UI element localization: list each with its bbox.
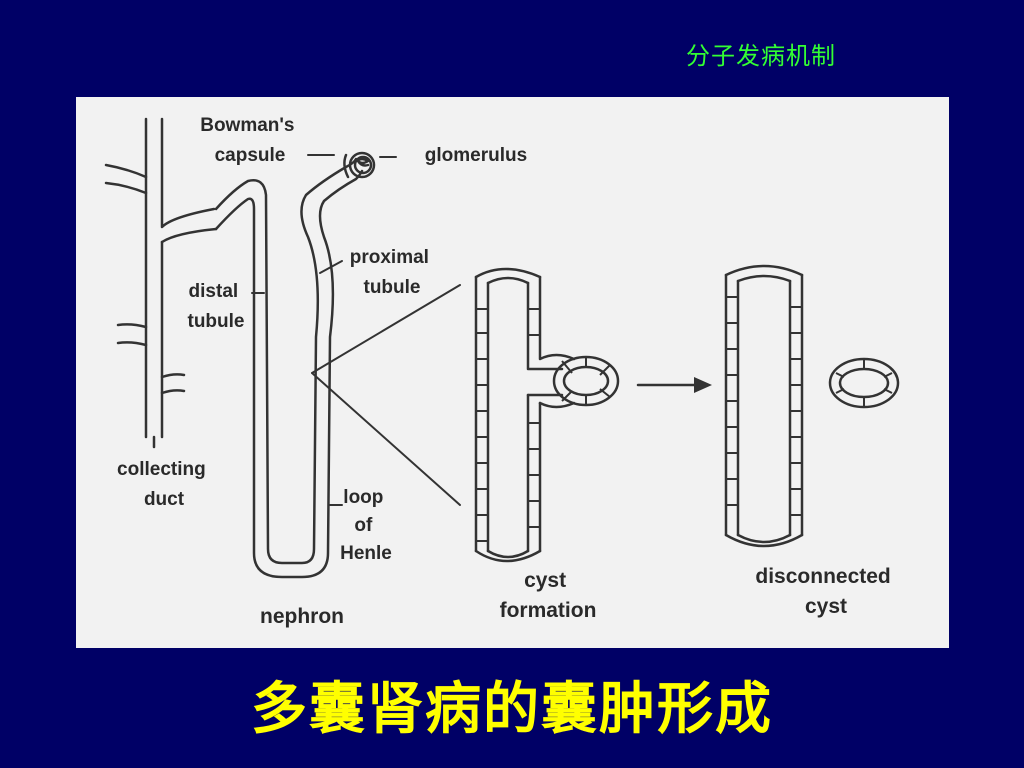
label-distal-tubule: distal tubule xyxy=(188,281,245,332)
label-disconnected-cyst: disconnected cyst xyxy=(755,565,896,618)
diagram-svg: Bowman's capsule glomerulus proximal tub… xyxy=(104,115,900,628)
cyst-formation-tube-shape xyxy=(474,267,620,563)
label-bowmans-capsule: Bowman's capsule xyxy=(200,115,300,166)
label-loop-of-henle: loop of Henle xyxy=(340,487,392,564)
nephron-tubule-shape xyxy=(214,157,364,579)
disconnected-tube-shape xyxy=(724,264,804,548)
slide-caption: 多囊肾病的囊肿形成 xyxy=(251,676,773,742)
label-nephron: nephron xyxy=(260,605,344,628)
label-glomerulus: glomerulus xyxy=(425,145,527,166)
glomerulus-shape xyxy=(343,151,376,179)
label-leaders xyxy=(251,154,461,506)
collecting-duct-shape xyxy=(104,117,218,449)
arrow-head xyxy=(694,377,712,393)
slide-header-title: 分子发病机制 xyxy=(686,42,836,70)
tube-wall-cells xyxy=(476,296,893,542)
nephron-cyst-diagram: Bowman's capsule glomerulus proximal tub… xyxy=(76,97,949,648)
label-proximal-tubule: proximal tubule xyxy=(350,247,434,298)
label-collecting-duct: collecting duct xyxy=(117,459,211,510)
label-cyst-formation: cyst formation xyxy=(500,569,597,622)
